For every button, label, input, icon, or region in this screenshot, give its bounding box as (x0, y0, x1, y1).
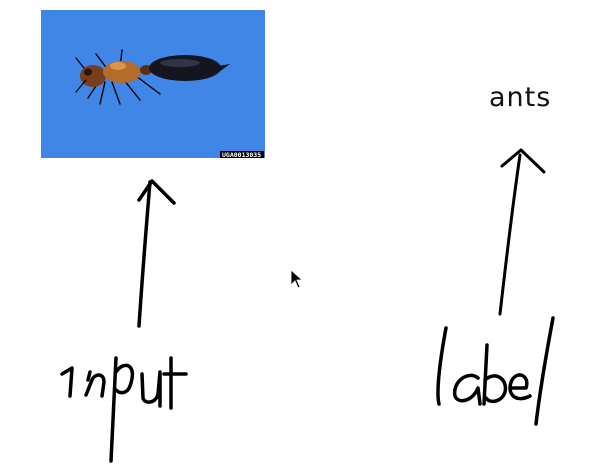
photo-background (41, 10, 265, 158)
output-label-text: ants (489, 82, 551, 113)
mouse-pointer-icon (290, 269, 304, 289)
input-word: input (60, 356, 188, 463)
label-arrow (498, 148, 546, 316)
photo-watermark: UGA0013035 (222, 151, 261, 159)
input-arrow (137, 179, 176, 328)
ant-photo: UGA0013035 (41, 10, 265, 159)
label-word: label (436, 316, 555, 426)
ant-icon (75, 49, 230, 105)
photo-watermark-box (220, 151, 264, 158)
